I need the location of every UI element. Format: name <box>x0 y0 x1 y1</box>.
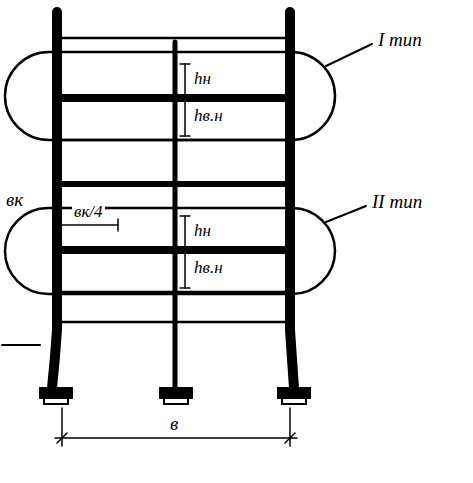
dimension-label: hв.н <box>192 107 225 124</box>
footing <box>160 388 192 398</box>
dimension-label: вк/4 <box>72 203 105 220</box>
footing <box>278 388 310 398</box>
footing <box>282 398 306 404</box>
footing <box>164 398 188 404</box>
column <box>290 12 294 388</box>
leader-line <box>326 206 366 222</box>
dimension <box>55 64 297 446</box>
type-label: I тип <box>376 30 424 49</box>
dimension-label: hн <box>192 70 213 87</box>
column <box>173 42 178 388</box>
dimension-label: hн <box>192 222 213 239</box>
leader-line <box>326 44 372 66</box>
footing <box>44 398 68 404</box>
beam <box>57 37 290 40</box>
column <box>52 12 57 388</box>
dimension-label: hв.н <box>192 259 225 276</box>
dimension-label: в <box>168 414 180 433</box>
type-label: II тип <box>370 192 424 211</box>
ground-line <box>2 344 40 346</box>
dimension-label: вк <box>4 190 25 209</box>
footing <box>40 388 72 398</box>
